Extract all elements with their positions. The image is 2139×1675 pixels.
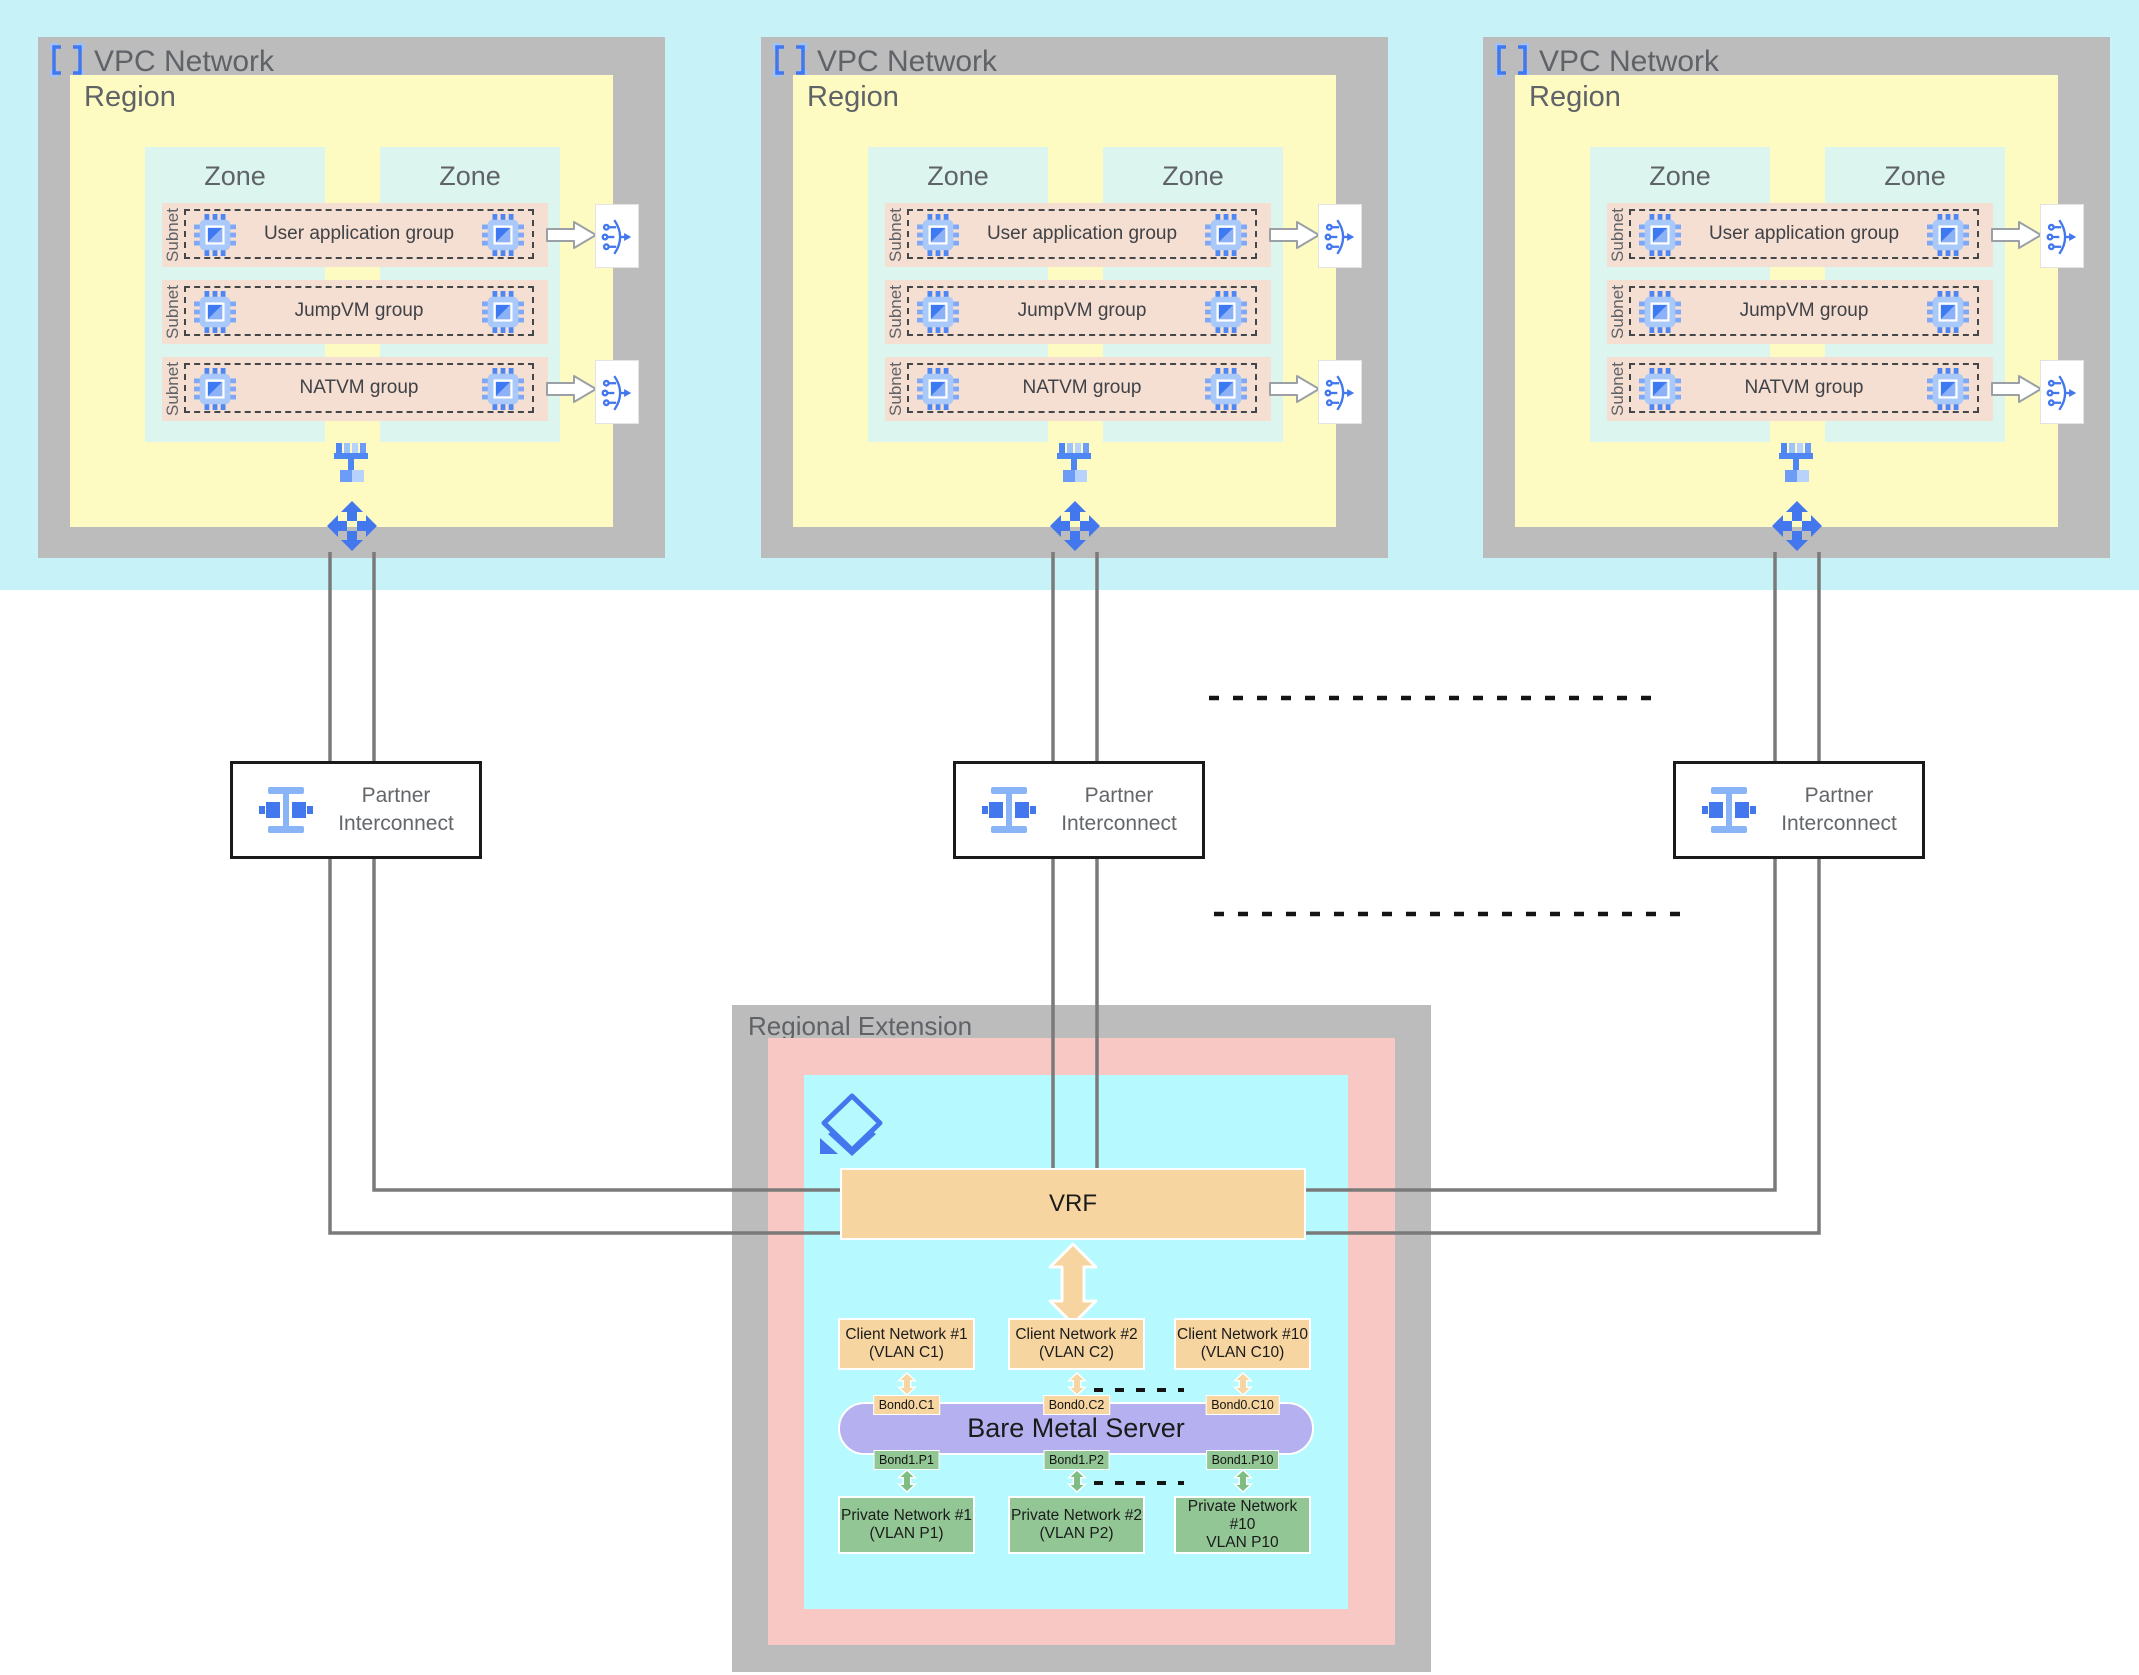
region-title: Region [807, 81, 899, 113]
instance-group-label: JumpVM group [1739, 300, 1869, 321]
bare-metal-server-label: Bare Metal Server [967, 1413, 1185, 1443]
four-way-arrows-icon [1772, 501, 1822, 551]
instance-group-label: JumpVM group [1017, 300, 1147, 321]
vrf-box: VRF [840, 1168, 1306, 1240]
subnet-row: Subnet NATVM group [162, 357, 548, 421]
re-column: Client Network #1 (VLAN C1) Bond0.C1 Bon… [838, 1318, 975, 1554]
zone-title: Zone [1162, 161, 1224, 191]
partner-interconnect-label: Partner Interconnect [1061, 783, 1177, 835]
four-way-arrows-icon [327, 501, 377, 551]
instance-group-outline: JumpVM group [184, 286, 534, 336]
bond-link-arrow-icon [1066, 1372, 1087, 1396]
partner-interconnect-icon [259, 787, 313, 833]
vrf-label: VRF [1049, 1190, 1097, 1217]
load-balancer-box [595, 204, 639, 268]
vpc-network-icon [773, 43, 807, 77]
instance-group-outline: JumpVM group [1629, 286, 1979, 336]
instance-group-label: User application group [986, 223, 1178, 244]
partner-interconnect-box: Partner Interconnect [1673, 761, 1925, 859]
subnet-row: Subnet JumpVM group [162, 280, 548, 344]
subnet-row: Subnet NATVM group [1607, 357, 1993, 421]
load-balancer-box [1318, 204, 1362, 268]
client-network-box: Client Network #2 (VLAN C2) [1008, 1318, 1145, 1370]
zone-title: Zone [439, 161, 501, 191]
instance-group-outline: NATVM group [1629, 363, 1979, 413]
partner-interconnect-icon [982, 787, 1036, 833]
vpc-network-box: VPC Network Region Zone Zone Subnet User… [38, 37, 665, 558]
network-switch-icon [1057, 443, 1091, 482]
load-balancer-box [2040, 204, 2084, 268]
instance-group-outline: User application group [1629, 209, 1979, 259]
vpc-network-title: VPC Network [1539, 45, 1720, 78]
instance-group-label: User application group [263, 223, 455, 244]
subnet-row: Subnet User application group [1607, 203, 1993, 267]
instance-group-outline: NATVM group [907, 363, 1257, 413]
network-switch-icon [1779, 443, 1813, 482]
zone-title: Zone [204, 161, 266, 191]
partner-interconnect-box: Partner Interconnect [953, 761, 1205, 859]
instance-group-label: NATVM group [1022, 377, 1142, 398]
vpc-network-title: VPC Network [94, 45, 275, 78]
private-network-box: Private Network #10 VLAN P10 [1174, 1496, 1311, 1554]
instance-group-outline: User application group [184, 209, 534, 259]
private-network-box: Private Network #1 (VLAN P1) [838, 1496, 975, 1554]
partner-interconnect-icon [1702, 787, 1756, 833]
load-balancer-box [1318, 360, 1362, 424]
bond-link-arrow-icon [896, 1469, 917, 1493]
instance-group-label: User application group [1708, 223, 1900, 244]
partner-interconnect-label: Partner Interconnect [338, 783, 454, 835]
bond-link-arrow-icon [1232, 1372, 1253, 1396]
instance-group-label: JumpVM group [294, 300, 424, 321]
zone-title: Zone [1884, 161, 1946, 191]
vpc-network-icon [1495, 43, 1529, 77]
bond-private-label: Bond1.P1 [873, 1450, 940, 1470]
bond-client-label: Bond0.C1 [872, 1395, 941, 1415]
bond-link-arrow-icon [1066, 1469, 1087, 1493]
load-balancer-box [2040, 360, 2084, 424]
instance-group-label: NATVM group [299, 377, 419, 398]
zone-title: Zone [927, 161, 989, 191]
subnet-row: Subnet NATVM group [885, 357, 1271, 421]
region-title: Region [1529, 81, 1621, 113]
vpc-network-box: VPC Network Region Zone Zone Subnet User… [761, 37, 1388, 558]
client-network-box: Client Network #10 (VLAN C10) [1174, 1318, 1311, 1370]
vpc-network-title: VPC Network [817, 45, 998, 78]
client-network-box: Client Network #1 (VLAN C1) [838, 1318, 975, 1370]
subnet-row: Subnet User application group [885, 203, 1271, 267]
network-switch-icon [334, 443, 368, 482]
four-way-arrows-icon [1050, 501, 1100, 551]
bond-link-arrow-icon [896, 1372, 917, 1396]
bond-link-arrow-icon [1232, 1469, 1253, 1493]
subnet-row: Subnet User application group [162, 203, 548, 267]
re-column: Client Network #10 (VLAN C10) Bond0.C10 … [1174, 1318, 1311, 1554]
load-balancer-box [595, 360, 639, 424]
re-column: Client Network #2 (VLAN C2) Bond0.C2 Bon… [1008, 1318, 1145, 1554]
subnet-row: Subnet JumpVM group [885, 280, 1271, 344]
private-network-box: Private Network #2 (VLAN P2) [1008, 1496, 1145, 1554]
instance-group-outline: User application group [907, 209, 1257, 259]
vpc-network-box: VPC Network Region Zone Zone Subnet User… [1483, 37, 2110, 558]
bond-private-label: Bond1.P10 [1205, 1450, 1280, 1470]
bond-client-label: Bond0.C2 [1042, 1395, 1111, 1415]
partner-interconnect-label: Partner Interconnect [1781, 783, 1897, 835]
region-title: Region [84, 81, 176, 113]
instance-group-outline: NATVM group [184, 363, 534, 413]
partner-interconnect-box: Partner Interconnect [230, 761, 482, 859]
instance-group-outline: JumpVM group [907, 286, 1257, 336]
bond-client-label: Bond0.C10 [1205, 1395, 1280, 1415]
instance-group-label: NATVM group [1744, 377, 1864, 398]
zone-title: Zone [1649, 161, 1711, 191]
subnet-row: Subnet JumpVM group [1607, 280, 1993, 344]
bond-private-label: Bond1.P2 [1043, 1450, 1110, 1470]
